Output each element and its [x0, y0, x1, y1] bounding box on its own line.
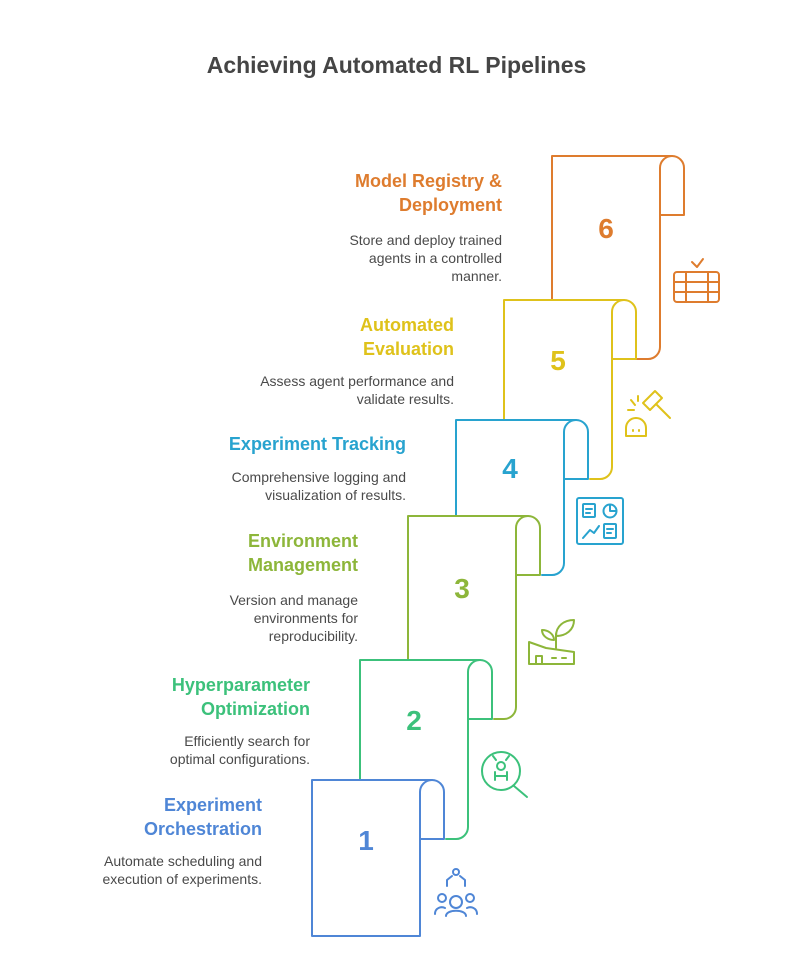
step-1-scroll — [311, 779, 445, 937]
step-3-title: Environment Management — [247, 531, 358, 575]
step-6-number: 6 — [598, 213, 614, 244]
factory-plant-icon — [528, 619, 575, 665]
step-1-title: Experiment Orchestration — [143, 795, 262, 839]
step-4-scroll — [455, 419, 589, 576]
step-1-desc: Automate scheduling and execution of exp… — [102, 853, 262, 887]
step-4-desc: Comprehensive logging and visualization … — [231, 469, 406, 503]
step-3-number: 3 — [454, 573, 470, 604]
robot-arm-people-icon — [434, 868, 478, 917]
step-5-scroll — [503, 299, 637, 480]
step-6-scroll — [551, 155, 685, 360]
step-2-scroll — [359, 659, 493, 840]
step-4-title: Experiment Tracking — [228, 434, 406, 454]
step-5-title: Automated Evaluation — [360, 315, 454, 359]
step-5-number: 5 — [550, 345, 566, 376]
step-2-title: Hyperparameter Optimization — [171, 675, 310, 719]
step-1-number: 1 — [358, 825, 374, 856]
dashboard-icon — [576, 497, 624, 545]
step-6-desc: Store and deploy trained agents in a con… — [349, 232, 502, 284]
step-2-number: 2 — [406, 705, 422, 736]
step-5-desc: Assess agent performance and validate re… — [260, 373, 454, 407]
magnifier-gear-icon — [481, 751, 528, 798]
diagram-title: Achieving Automated RL Pipelines — [206, 52, 587, 78]
server-check-icon — [673, 258, 720, 303]
step-4-number: 4 — [502, 453, 518, 484]
step-3-desc: Version and manage environments for repr… — [229, 592, 358, 644]
step-3-scroll — [407, 515, 541, 720]
step-6-title: Model Registry & Deployment — [354, 171, 502, 215]
step-2-desc: Efficiently search for optimal configura… — [169, 733, 310, 767]
gavel-icon — [625, 390, 671, 437]
